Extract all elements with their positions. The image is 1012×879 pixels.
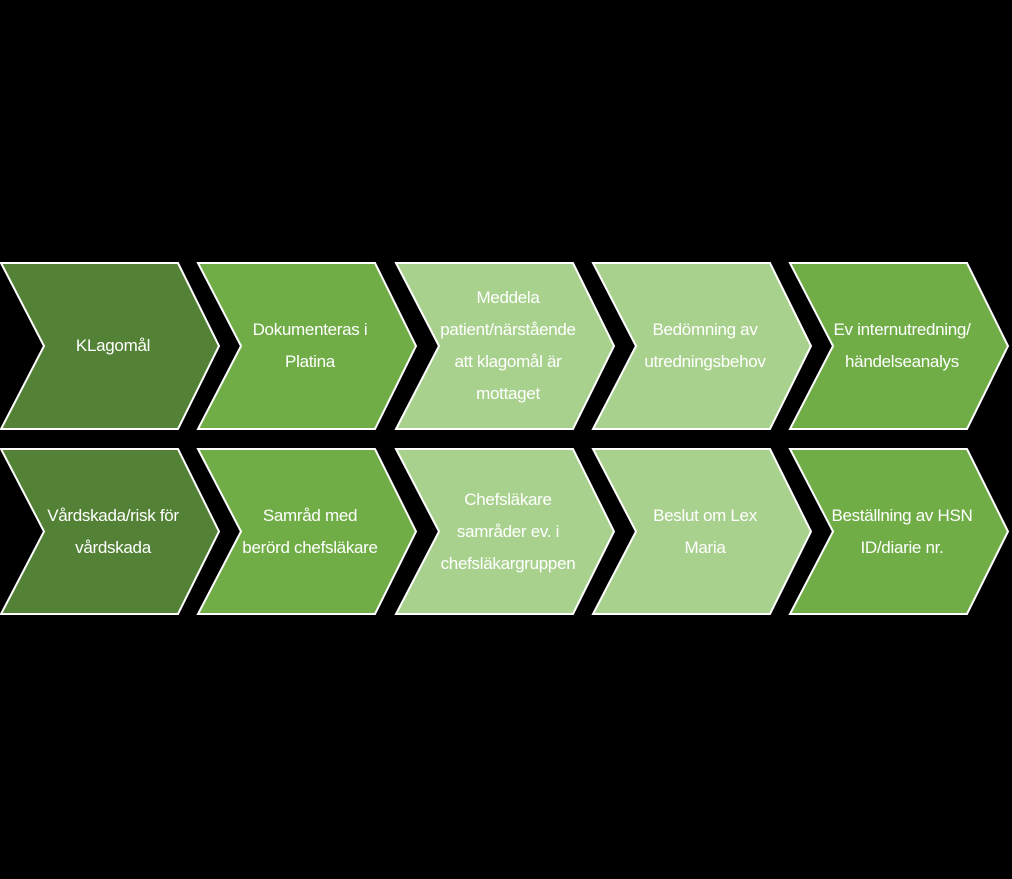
chevron-label-line: Bedömning av bbox=[652, 320, 758, 339]
chevron-label: Beslut om Lex Maria bbox=[640, 448, 770, 615]
chevron-label-line: Dokumenteras i bbox=[252, 320, 368, 339]
chevron-arrow-shape bbox=[592, 262, 812, 430]
chevron-label: Ev internutredning/ händelseanalys bbox=[834, 262, 971, 430]
chevron-label-line: samråder ev. i bbox=[456, 521, 560, 541]
chevron-label: Samråd med berörd chefsläkare bbox=[242, 448, 378, 615]
chevron-step-samrad: Samråd med berörd chefsläkare bbox=[197, 448, 417, 615]
chevron-label-line: utredningsbehov bbox=[644, 352, 766, 371]
chevron-arrow-shape bbox=[395, 448, 615, 615]
process-row-2: Vårdskada/risk för vårdskada Samråd med … bbox=[0, 448, 1012, 615]
chevron-arrow-shape bbox=[789, 448, 1009, 615]
chevron-label-line: Chefsläkare bbox=[464, 489, 552, 509]
process-row-1: KLagomål Dokumenteras i Platina Meddela … bbox=[0, 262, 1012, 430]
chevron-label-line: patient/närstående bbox=[440, 320, 576, 339]
chevron-label-line: vårdskada bbox=[75, 537, 151, 557]
chevron-step-bedomning: Bedömning av utredningsbehov bbox=[592, 262, 812, 430]
chevron-step-klagomal: KLagomål bbox=[0, 262, 220, 430]
chevron-label-line: chefsläkargruppen bbox=[440, 553, 576, 573]
chevron-arrow-shape bbox=[197, 262, 417, 430]
chevron-label: Chefsläkare samråder ev. i chefsläkargru… bbox=[440, 448, 576, 615]
chevron-label: Meddela patient/närstående att klagomål … bbox=[440, 262, 576, 430]
chevron-arrow-shape bbox=[395, 262, 615, 430]
chevron-label-line: ID/diarie nr. bbox=[860, 537, 944, 557]
chevron-step-bestallning: Beställning av HSN ID/diarie nr. bbox=[789, 448, 1009, 615]
chevron-label-line: Ev internutredning/ bbox=[833, 320, 971, 339]
chevron-label-line: Vårdskada/risk för bbox=[47, 505, 179, 525]
chevron-label: Beställning av HSN ID/diarie nr. bbox=[831, 448, 972, 615]
chevron-label-line: Platina bbox=[285, 352, 335, 371]
chevron-arrow-shape bbox=[789, 262, 1009, 430]
chevron-step-meddela: Meddela patient/närstående att klagomål … bbox=[395, 262, 615, 430]
chevron-arrow-shape bbox=[0, 448, 220, 615]
chevron-label-line: att klagomål är bbox=[454, 352, 562, 371]
chevron-label-line: Beslut om Lex bbox=[653, 505, 757, 525]
chevron-label-line: berörd chefsläkare bbox=[242, 537, 378, 557]
chevron-label: Dokumenteras i Platina bbox=[245, 262, 375, 430]
chevron-label-line: Samråd med bbox=[262, 505, 358, 525]
chevron-label-line: Meddela bbox=[476, 288, 540, 307]
chevron-label-line: mottaget bbox=[476, 384, 540, 403]
chevron-label: KLagomål bbox=[28, 262, 198, 430]
chevron-step-internutredning: Ev internutredning/ händelseanalys bbox=[789, 262, 1009, 430]
chevron-label-line: händelseanalys bbox=[845, 352, 959, 371]
chevron-arrow-shape bbox=[197, 448, 417, 615]
chevron-step-chefslakare: Chefsläkare samråder ev. i chefsläkargru… bbox=[395, 448, 615, 615]
chevron-step-vardskada: Vårdskada/risk för vårdskada bbox=[0, 448, 220, 615]
chevron-arrow-shape bbox=[0, 262, 220, 430]
chevron-label-line: KLagomål bbox=[75, 336, 151, 355]
chevron-label: Vårdskada/risk för vårdskada bbox=[28, 448, 198, 615]
chevron-label-line: Maria bbox=[684, 537, 726, 557]
chevron-arrow-shape bbox=[592, 448, 812, 615]
chevron-step-beslut: Beslut om Lex Maria bbox=[592, 448, 812, 615]
chevron-step-dokumenteras: Dokumenteras i Platina bbox=[197, 262, 417, 430]
chevron-label: Bedömning av utredningsbehov bbox=[640, 262, 770, 430]
chevron-label-line: Beställning av HSN bbox=[831, 505, 973, 525]
